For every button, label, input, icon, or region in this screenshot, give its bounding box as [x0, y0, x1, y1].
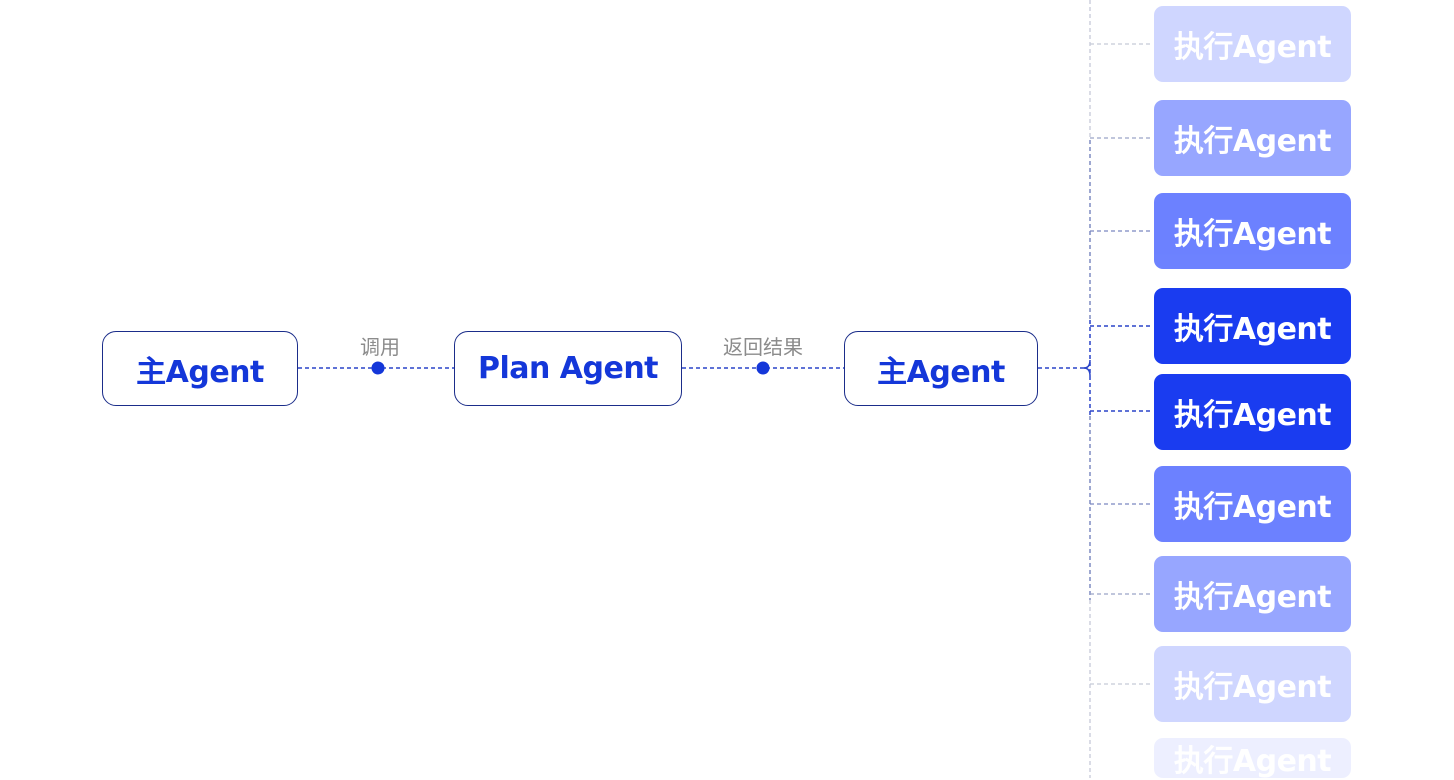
executor-agent-6: 执行Agent	[1154, 466, 1351, 542]
executor-agent-4: 执行Agent	[1154, 288, 1351, 364]
return-result-label: 返回结果	[723, 335, 803, 359]
executor-agent-1: 执行Agent	[1154, 6, 1351, 82]
executor-agent-7: 执行Agent	[1154, 556, 1351, 632]
executor-agent-label: 执行Agent	[1173, 490, 1332, 525]
executor-agent-label: 执行Agent	[1173, 30, 1332, 65]
edge-return-dot	[756, 361, 770, 375]
main-agent-label-right: 主Agent	[877, 354, 1005, 390]
trunk-join-curve	[1083, 359, 1091, 369]
executor-agent-label: 执行Agent	[1173, 124, 1332, 159]
executor-agent-label: 执行Agent	[1173, 670, 1332, 705]
trunk-join-curve-lower	[1083, 367, 1091, 377]
executor-agent-2: 执行Agent	[1154, 100, 1351, 176]
main-agent-node-left: 主Agent	[102, 331, 298, 406]
executor-agent-9: 执行Agent	[1154, 738, 1351, 779]
executor-agent-label: 执行Agent	[1173, 580, 1332, 615]
executor-agent-3: 执行Agent	[1154, 193, 1351, 269]
executor-agent-label: 执行Agent	[1173, 312, 1332, 347]
plan-agent-label: Plan Agent	[477, 351, 659, 386]
executor-agent-label: 执行Agent	[1173, 744, 1332, 779]
invoke-label: 调用	[360, 335, 400, 359]
executor-agent-label: 执行Agent	[1173, 217, 1332, 252]
main-agent-node-right: 主Agent	[844, 331, 1038, 406]
executor-agent-label: 执行Agent	[1173, 398, 1332, 433]
executor-agent-8: 执行Agent	[1154, 646, 1351, 722]
edge-invoke-dot	[371, 361, 385, 375]
plan-agent-node: Plan Agent	[454, 331, 682, 406]
main-agent-label-left: 主Agent	[136, 354, 264, 390]
executor-agent-5: 执行Agent	[1154, 374, 1351, 450]
